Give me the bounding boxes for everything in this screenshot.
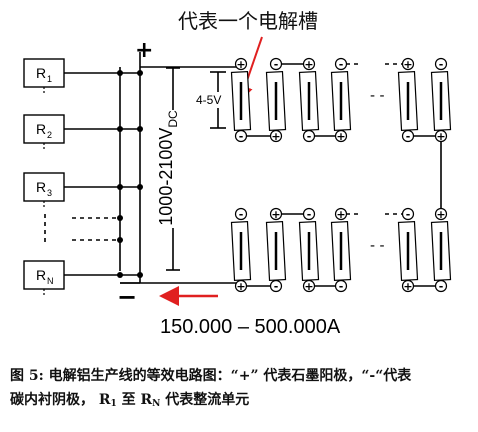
svg-text:-: -: [406, 208, 411, 221]
caption-text-e: 代表整流单元: [160, 392, 250, 408]
cathode-terminal: [234, 207, 248, 221]
resistor-sub: 3: [47, 188, 52, 198]
cathode-terminal: [334, 279, 348, 293]
resistor-sub: 1: [47, 74, 52, 84]
anode-terminal: [334, 207, 348, 221]
annotation-label: 代表一个电解槽: [178, 9, 318, 33]
column-ellipsis: - -: [370, 238, 385, 254]
caption-line-1: 图 5: 电解铝生产线的等效电路图：“+” 代表石墨阳极，“-“代表: [10, 368, 412, 384]
svg-text:+: +: [336, 208, 345, 221]
anode-terminal: [401, 279, 415, 293]
anode-terminal: [269, 129, 283, 143]
cell-bottom-6: +-: [430, 207, 452, 293]
cell-top-2: -+: [265, 57, 287, 143]
column-ellipsis: - -: [370, 88, 385, 104]
caption-line-2: 碳内衬阴极， R1 至 RN 代表整流单元: [10, 390, 476, 414]
cell-top-6: -+: [430, 57, 452, 143]
svg-text:-: -: [406, 130, 411, 143]
cell-bottom-5: -+: [397, 207, 419, 293]
cell-voltage-label: 4-5V: [196, 93, 221, 107]
anode-terminal: [434, 129, 448, 143]
svg-text:+: +: [271, 208, 280, 221]
cathode-terminal: [302, 129, 316, 143]
anode-terminal: [269, 207, 283, 221]
svg-text:-: -: [274, 280, 279, 293]
caption-text-c: 至 R: [116, 392, 153, 408]
cathode-terminal: [434, 279, 448, 293]
cathode-terminal: [234, 129, 248, 143]
svg-text:+: +: [403, 280, 412, 293]
svg-text:-: -: [239, 130, 244, 143]
svg-text:+: +: [436, 130, 445, 143]
svg-text:-: -: [307, 208, 312, 221]
cathode-terminal: [401, 129, 415, 143]
cell-top-1: +-: [230, 57, 252, 143]
svg-text:+: +: [403, 58, 412, 71]
caption-sub-1: 1: [110, 399, 117, 409]
cathode-terminal: [434, 57, 448, 71]
cell-bottom-3: -+: [298, 207, 320, 293]
svg-text:+: +: [304, 280, 313, 293]
minus-sign: −: [117, 283, 137, 311]
current-label: 150.000 – 500.000A: [160, 316, 341, 338]
resistor-label: R: [36, 179, 46, 195]
cathode-terminal: [302, 207, 316, 221]
cathode-terminal: [334, 57, 348, 71]
cathode-terminal: [269, 57, 283, 71]
cell-top-4: -+: [330, 57, 352, 143]
svg-text:1000-2100VDC: 1000-2100VDC: [156, 110, 180, 226]
cell-bottom-2: +-: [265, 207, 287, 293]
anode-terminal: [234, 57, 248, 71]
cathode-terminal: [269, 279, 283, 293]
resistor-label: R: [36, 65, 46, 81]
cell-bottom-1: -+: [230, 207, 252, 293]
cell-bottom-4: +-: [330, 207, 352, 293]
voltage-subscript: DC: [166, 110, 180, 128]
cell-top-3: +-: [298, 57, 320, 143]
svg-text:-: -: [439, 58, 444, 71]
voltage-value: 1000-2100V: [156, 128, 176, 226]
svg-text:+: +: [271, 130, 280, 143]
bus-wiring: [119, 52, 442, 287]
anode-terminal: [302, 279, 316, 293]
junction-dot: [117, 272, 123, 278]
resistor-label: R: [36, 267, 46, 283]
caption-text-a: 碳内衬阴极， R: [10, 392, 111, 408]
svg-text:-: -: [339, 280, 344, 293]
cathode-terminal: [401, 207, 415, 221]
anode-terminal: [334, 129, 348, 143]
svg-text:+: +: [336, 130, 345, 143]
electrolytic-cells: +--++--++--+-++--++--++-- -- -: [230, 57, 452, 293]
svg-text:-: -: [274, 58, 279, 71]
resistor-sub: 2: [47, 130, 52, 140]
plus-sign: +: [135, 38, 153, 63]
svg-text:+: +: [236, 280, 245, 293]
svg-text:-: -: [339, 58, 344, 71]
voltage-label: 1000-2100VDC: [156, 110, 180, 226]
svg-text:+: +: [304, 58, 313, 71]
resistor-label: R: [36, 121, 46, 137]
cell-top-5: +-: [397, 57, 419, 143]
resistor-sub: N: [47, 276, 54, 286]
svg-text:-: -: [439, 280, 444, 293]
anode-terminal: [302, 57, 316, 71]
svg-text:+: +: [436, 208, 445, 221]
anode-terminal: [434, 207, 448, 221]
svg-text:-: -: [307, 130, 312, 143]
svg-text:+: +: [236, 58, 245, 71]
anode-terminal: [234, 279, 248, 293]
caption-sub-n: N: [152, 399, 161, 409]
anode-terminal: [401, 57, 415, 71]
svg-text:-: -: [239, 208, 244, 221]
